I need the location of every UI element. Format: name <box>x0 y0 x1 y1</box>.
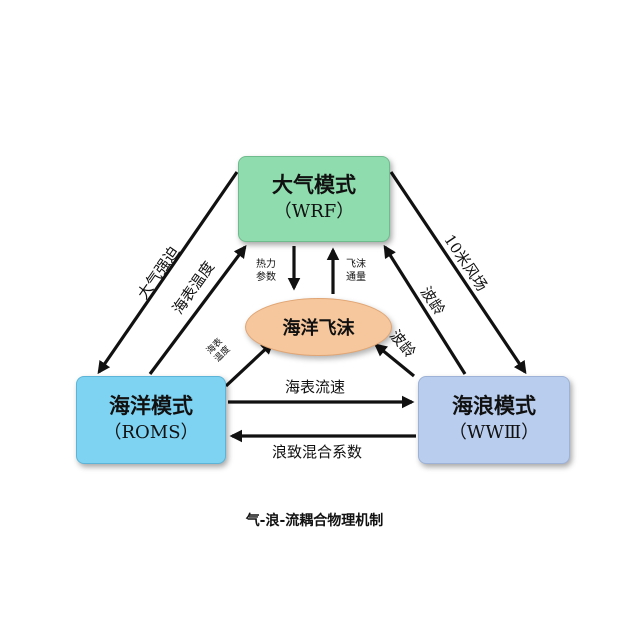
label-atm-to-spray-line1: 热力 <box>256 259 276 270</box>
atmosphere-model-box: 大气模式 （WRF） <box>238 156 390 242</box>
arrow-ocean-to-atm <box>148 244 247 375</box>
atmosphere-model-subtitle: （WRF） <box>273 201 355 223</box>
arrow-wave-to-atm <box>383 244 467 375</box>
label-wave-to-ocean: 浪致混合系数 <box>272 443 363 461</box>
wave-model-subtitle: （WWⅢ） <box>448 422 540 444</box>
ocean-model-box: 海洋模式 （ROMS） <box>76 376 226 464</box>
arrow-atm-to-ocean <box>97 171 239 375</box>
label-spray-to-atm: 飞沫 通量 <box>346 259 366 284</box>
atmosphere-model-title: 大气模式 <box>272 172 356 197</box>
label-atm-to-spray-line2: 参数 <box>256 271 276 283</box>
label-spray-to-atm-line2: 通量 <box>346 271 366 283</box>
ocean-model-subtitle: （ROMS） <box>103 422 199 444</box>
arrow-wave-to-spray <box>374 343 416 378</box>
arrow-ocean-to-spray <box>224 341 274 388</box>
sea-spray-title: 海洋飞沫 <box>282 318 355 339</box>
label-atm-to-spray: 热力 参数 <box>256 259 276 284</box>
figure-caption: 气-浪-流耦合物理机制 <box>245 513 384 529</box>
label-spray-to-atm-line1: 飞沫 <box>346 259 366 270</box>
ocean-model-title: 海洋模式 <box>109 393 193 418</box>
label-ocean-to-wave: 海表流速 <box>285 378 346 396</box>
sea-spray-ellipse: 海洋飞沫 <box>245 298 392 356</box>
wave-model-title: 海浪模式 <box>452 393 536 418</box>
wave-model-box: 海浪模式 （WWⅢ） <box>418 376 570 464</box>
arrow-atm-to-wave <box>389 171 527 375</box>
